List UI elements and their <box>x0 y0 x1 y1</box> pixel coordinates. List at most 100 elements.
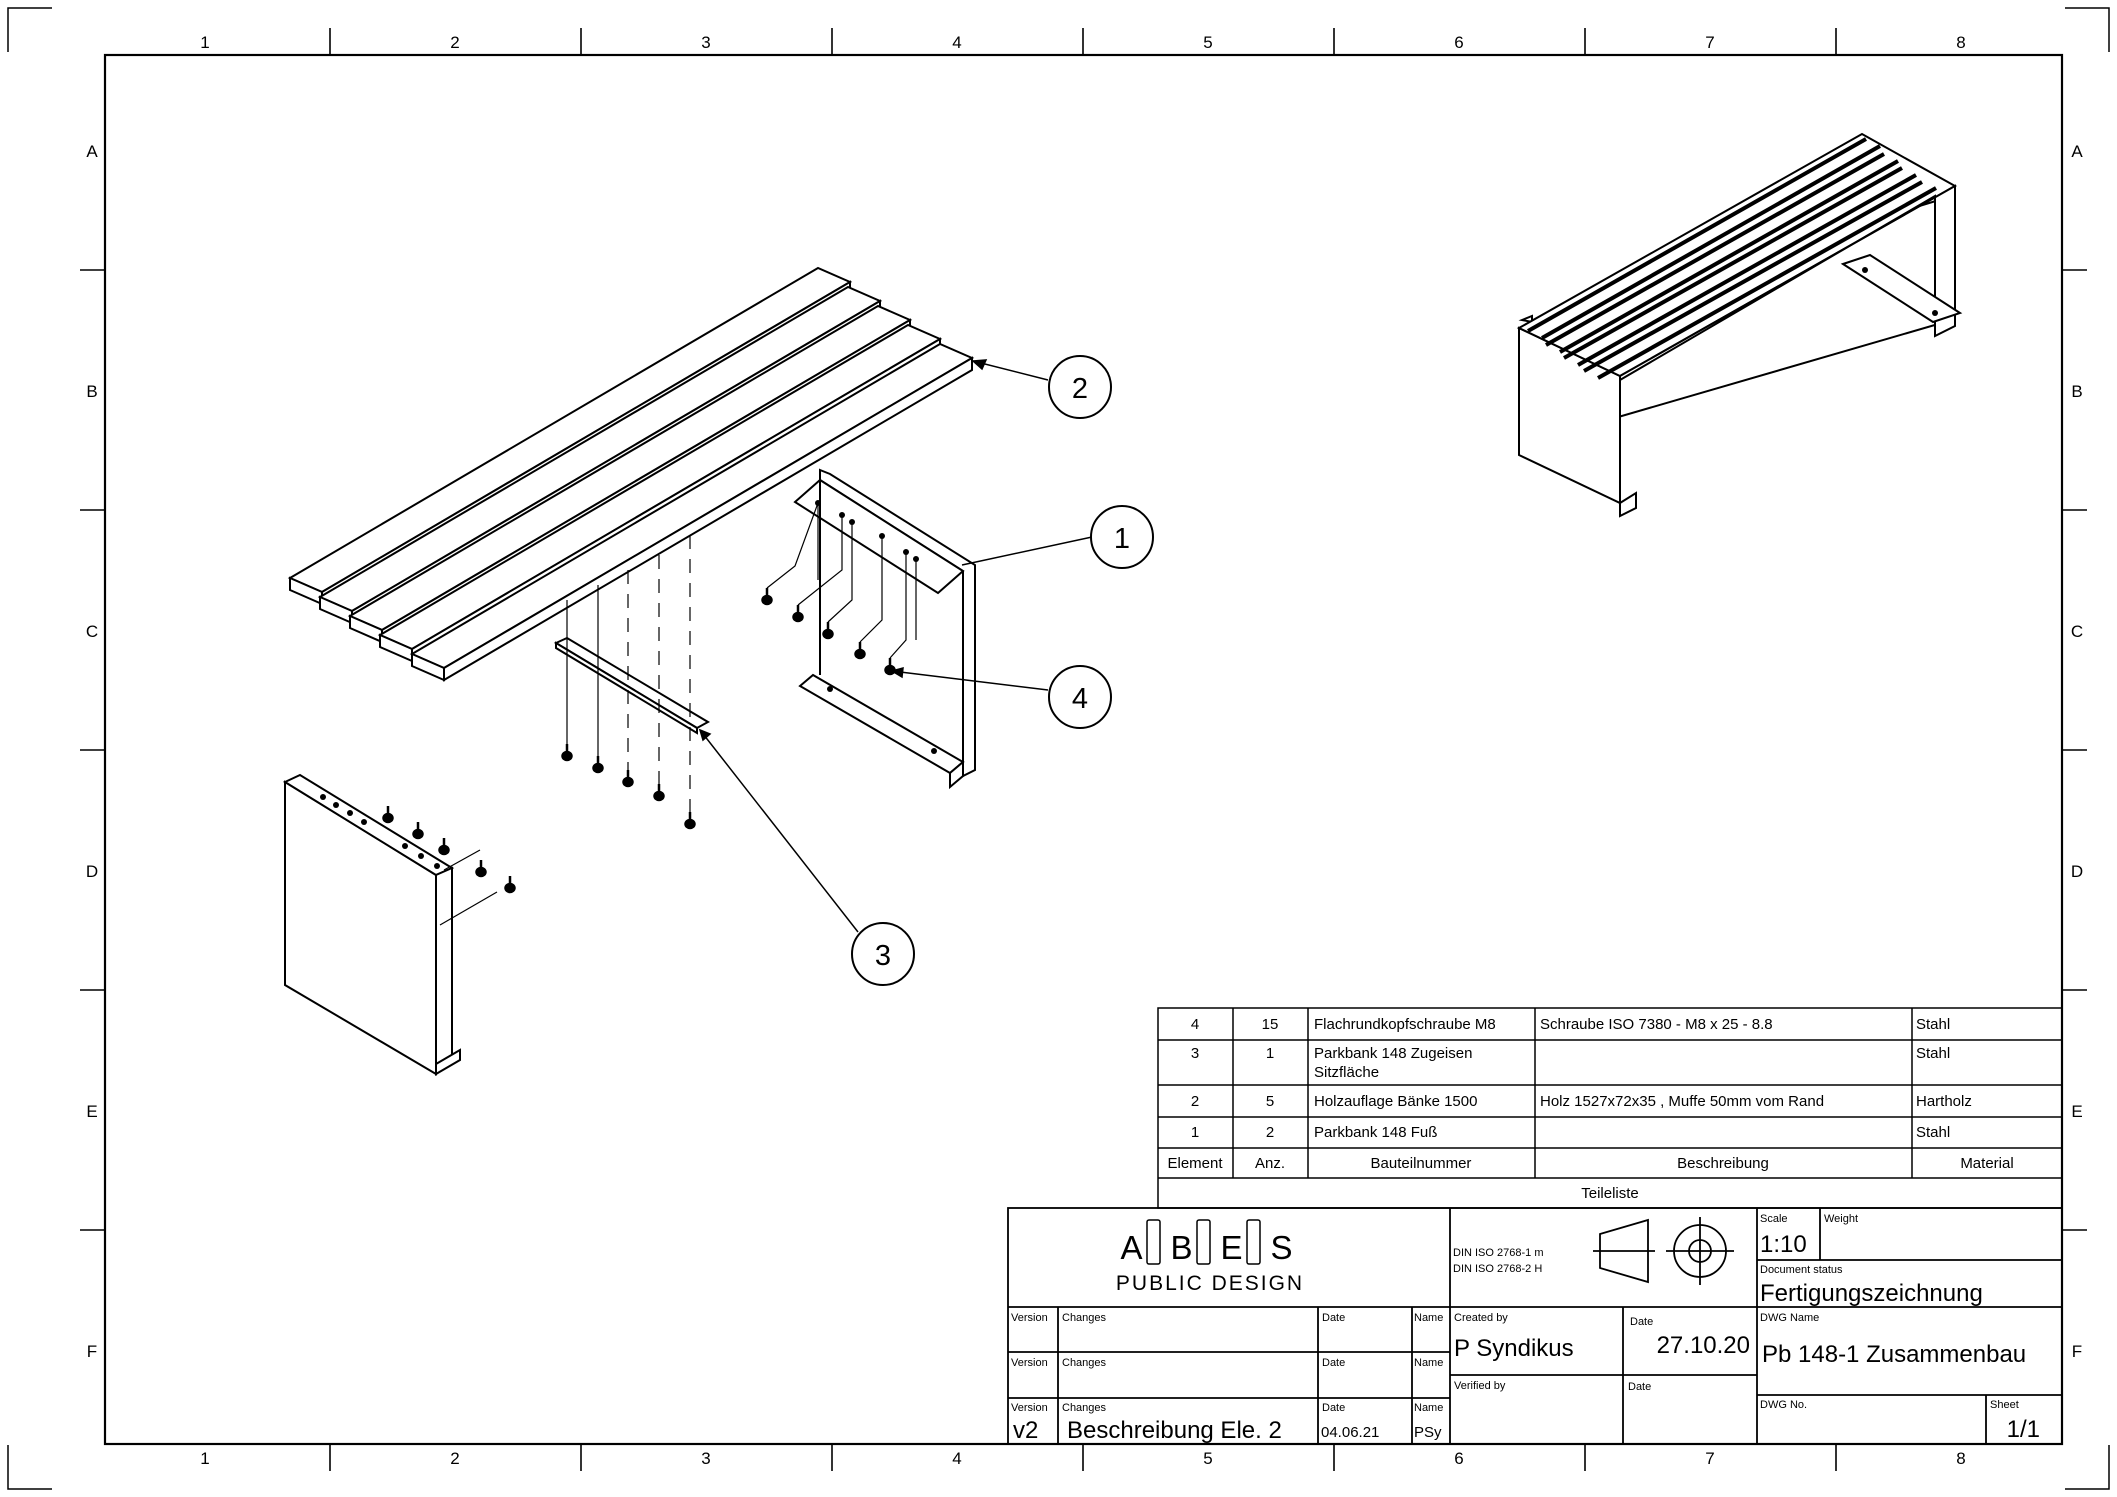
screw <box>792 605 804 623</box>
created-by-value: P Syndikus <box>1454 1335 1574 1362</box>
grid-col-label: 3 <box>701 1449 710 1468</box>
parts-cell-part: Parkbank 148 Zugeisen <box>1314 1045 1472 1062</box>
revision-version-label: Version <box>1011 1312 1048 1324</box>
parts-header-qty: Anz. <box>1255 1155 1285 1172</box>
grid-row-label: B <box>2071 382 2082 401</box>
verified-by-label: Verified by <box>1454 1380 1506 1392</box>
grid-row-labels-left: A B C D E F <box>86 142 98 1361</box>
balloon-number: 1 <box>1114 523 1130 555</box>
revision-name: PSy <box>1414 1424 1442 1441</box>
parts-cell-qty: 15 <box>1262 1016 1279 1033</box>
screw <box>561 744 573 762</box>
grid-col-label: 4 <box>952 33 961 52</box>
logo-letter: A <box>1120 1229 1143 1266</box>
screw <box>412 822 424 840</box>
screw <box>438 838 450 856</box>
parts-cell-element: 3 <box>1191 1045 1199 1062</box>
assembled-view <box>1516 132 1963 518</box>
tolerance-standard: DIN ISO 2768-1 m <box>1453 1247 1543 1259</box>
grid-col-label: 2 <box>450 33 459 52</box>
balloon-numbers: 2 1 4 3 <box>875 373 1130 972</box>
revision-date-label: Date <box>1322 1312 1345 1324</box>
parts-cell-material: Stahl <box>1916 1016 1950 1033</box>
balloon-2 <box>1048 355 1112 419</box>
document-status-value: Fertigungszeichnung <box>1760 1280 1983 1307</box>
balloon-number: 4 <box>1072 683 1088 715</box>
revision-changes-label: Changes <box>1062 1312 1107 1324</box>
parts-header-part: Bauteilnummer <box>1371 1155 1472 1172</box>
abes-logo: A B E S PUBLIC DESIGN <box>1116 1219 1304 1295</box>
balloon-number: 3 <box>875 940 891 972</box>
screw <box>653 784 665 802</box>
sheet-label: Sheet <box>1990 1399 2019 1411</box>
grid-col-label: 5 <box>1203 33 1212 52</box>
screw <box>382 806 394 824</box>
parts-list-caption: Teileliste <box>1581 1185 1639 1202</box>
grid-column-labels-top: 1 2 3 4 5 6 7 8 <box>200 33 1965 52</box>
parts-cell-material: Stahl <box>1916 1124 1950 1141</box>
created-by-label: Created by <box>1454 1312 1508 1324</box>
grid-row-label: F <box>2072 1342 2082 1361</box>
parts-cell-description: Holz 1527x72x35 , Muffe 50mm vom Rand <box>1540 1093 1824 1110</box>
bench-foot-right <box>793 468 976 790</box>
parts-cell-description: Schraube ISO 7380 - M8 x 25 - 8.8 <box>1540 1016 1773 1033</box>
revision-row: Version Changes Date Name v2 Beschreibun… <box>1011 1402 1443 1444</box>
balloon-1 <box>1090 505 1154 569</box>
grid-row-label: C <box>2071 622 2083 641</box>
title-block <box>1007 1207 2063 1445</box>
logo-subtitle: PUBLIC DESIGN <box>1116 1272 1304 1295</box>
parts-cell-qty: 2 <box>1266 1124 1274 1141</box>
parts-row: 3 1 Parkbank 148 Zugeisen Sitzfläche Sta… <box>1191 1045 1950 1081</box>
balloon-number: 2 <box>1072 373 1088 405</box>
parts-cell-part-line2: Sitzfläche <box>1314 1064 1379 1081</box>
left-foot-holes <box>320 794 440 869</box>
screw <box>622 770 634 788</box>
parts-cell-qty: 5 <box>1266 1093 1274 1110</box>
assembled-holes <box>1862 267 1938 316</box>
dwg-number-label: DWG No. <box>1760 1399 1807 1411</box>
tension-bar <box>553 636 711 735</box>
parts-row: 4 15 Flachrundkopfschraube M8 Schraube I… <box>1191 1016 1950 1033</box>
tolerance-standard: DIN ISO 2768-2 H <box>1453 1263 1542 1275</box>
logo-letter: E <box>1220 1229 1243 1266</box>
revision-version-label: Version <box>1011 1357 1048 1369</box>
grid-col-label: 1 <box>200 33 209 52</box>
scale-value: 1:10 <box>1760 1231 1807 1258</box>
parts-list-content: 4 15 Flachrundkopfschraube M8 Schraube I… <box>1167 1016 2013 1202</box>
parts-cell-qty: 1 <box>1266 1045 1274 1062</box>
revision-version-label: Version <box>1011 1402 1048 1414</box>
revision-date-label: Date <box>1322 1357 1345 1369</box>
parts-row: 2 5 Holzauflage Bänke 1500 Holz 1527x72x… <box>1191 1093 1972 1110</box>
grid-col-label: 6 <box>1454 33 1463 52</box>
grid-column-labels-bottom: 1 2 3 4 5 6 7 8 <box>200 1449 1965 1468</box>
revision-name-label: Name <box>1414 1357 1443 1369</box>
grid-row-label: B <box>86 382 97 401</box>
revision-date: 04.06.21 <box>1321 1424 1379 1441</box>
weight-label: Weight <box>1824 1213 1858 1225</box>
projection-symbol-icon <box>1593 1217 1734 1285</box>
grid-row-label: D <box>2071 862 2083 881</box>
parts-cell-element: 2 <box>1191 1093 1199 1110</box>
corner-marks <box>7 7 2110 1490</box>
grid-col-label: 6 <box>1454 1449 1463 1468</box>
verified-date-label: Date <box>1628 1381 1651 1393</box>
logo-frames <box>1146 1219 1261 1265</box>
parts-cell-part: Parkbank 148 Fuß <box>1314 1124 1437 1141</box>
sheet-value: 1/1 <box>2007 1416 2040 1443</box>
revision-date-label: Date <box>1322 1402 1345 1414</box>
assembly-lines <box>439 502 917 926</box>
grid-col-label: 8 <box>1956 33 1965 52</box>
grid-row-label: E <box>86 1102 97 1121</box>
parts-header-element: Element <box>1167 1155 1223 1172</box>
parts-header-material: Material <box>1960 1155 2013 1172</box>
parts-header-row: Element Anz. Bauteilnummer Beschreibung … <box>1167 1155 2013 1172</box>
grid-col-label: 8 <box>1956 1449 1965 1468</box>
grid-row-label: F <box>87 1342 97 1361</box>
bench-foot-left <box>282 773 461 1076</box>
exploded-view <box>282 266 1154 1076</box>
grid-col-label: 7 <box>1705 1449 1714 1468</box>
parts-cell-element: 4 <box>1191 1016 1199 1033</box>
parts-cell-element: 1 <box>1191 1124 1199 1141</box>
dwg-name-label: DWG Name <box>1760 1312 1819 1324</box>
